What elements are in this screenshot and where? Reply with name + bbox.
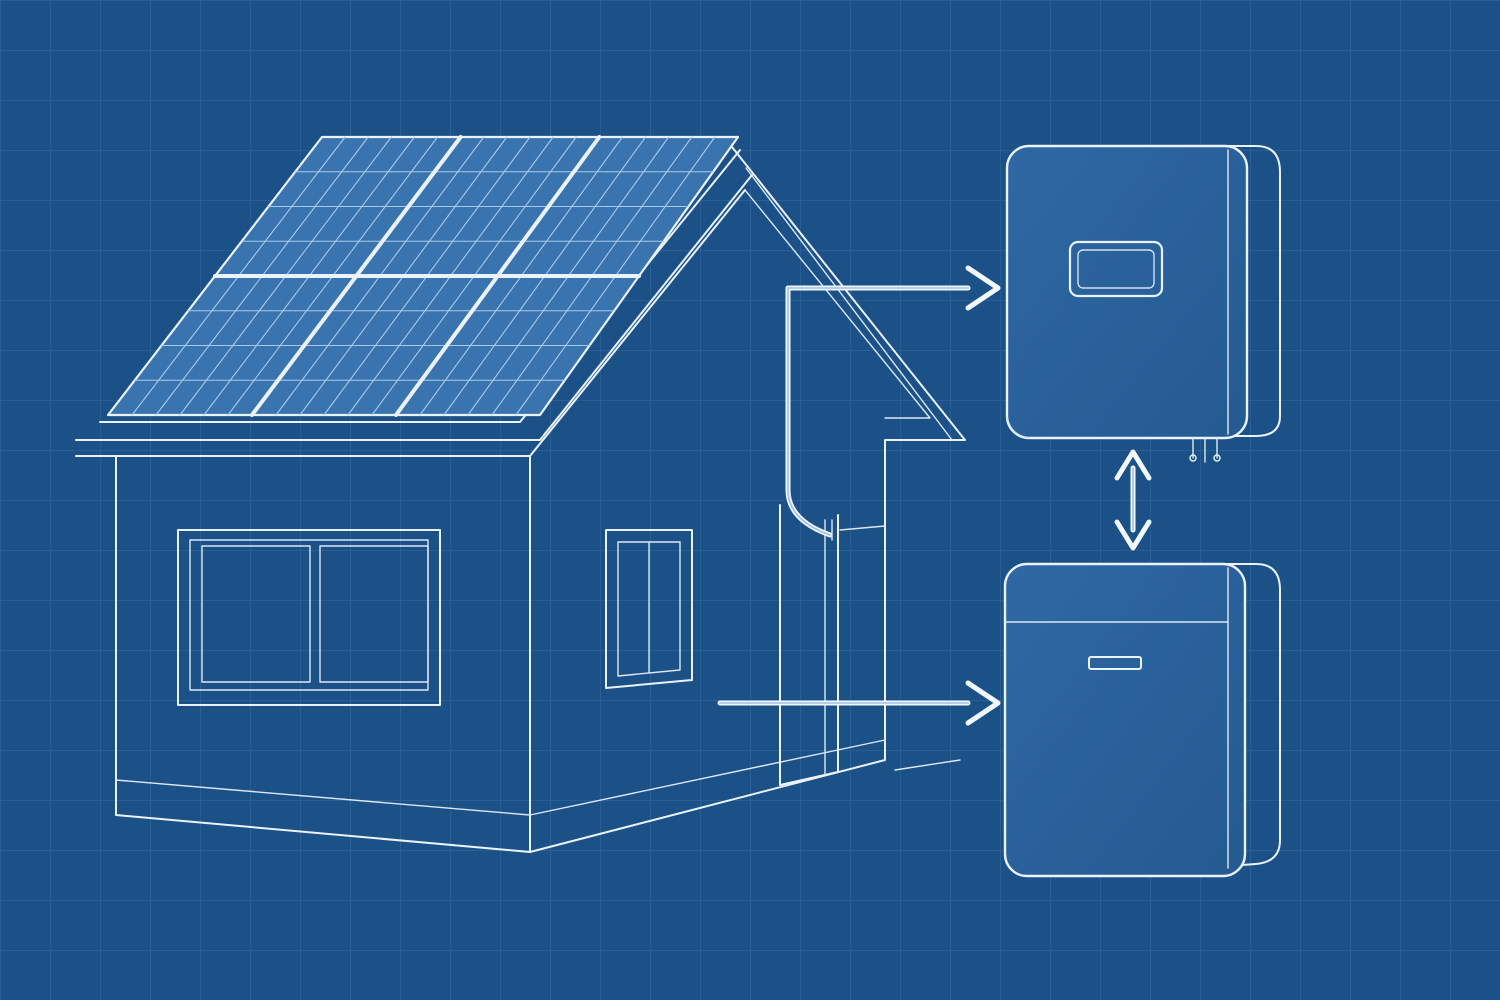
house-gable-outline (529, 141, 966, 853)
arrow-house-to-battery (717, 680, 1001, 726)
front-window (177, 529, 441, 706)
side-door (779, 504, 839, 786)
house-roof-eave (75, 174, 753, 441)
battery-body (1003, 562, 1247, 878)
battery-side (1227, 563, 1281, 867)
inverter-bottom-edge (1006, 415, 1031, 439)
side-window (605, 529, 693, 689)
inverter-display-inner (1077, 249, 1155, 289)
inverter-connectors (1189, 437, 1221, 463)
ground-line (894, 759, 961, 771)
arrow-inverter-battery-bidirectional (1114, 449, 1152, 551)
battery-indicator (1088, 656, 1142, 670)
inverter-icon (1005, 144, 1281, 463)
side-door-lintel (839, 525, 886, 531)
inverter-body (1005, 144, 1249, 440)
solar-panel-icon (106, 135, 740, 417)
inverter-side (1227, 145, 1281, 437)
house-front-wall (115, 455, 531, 853)
house-gable-inner (744, 189, 931, 419)
house-icon (75, 141, 966, 853)
solar-panel-dividers (213, 135, 641, 417)
house-foundation-line (115, 739, 886, 816)
battery-icon (1003, 562, 1281, 878)
inverter-display (1068, 240, 1164, 298)
house-roof-edge (99, 149, 741, 423)
arrow-solar-to-inverter (785, 265, 1001, 541)
house-gable-trim (745, 167, 953, 441)
